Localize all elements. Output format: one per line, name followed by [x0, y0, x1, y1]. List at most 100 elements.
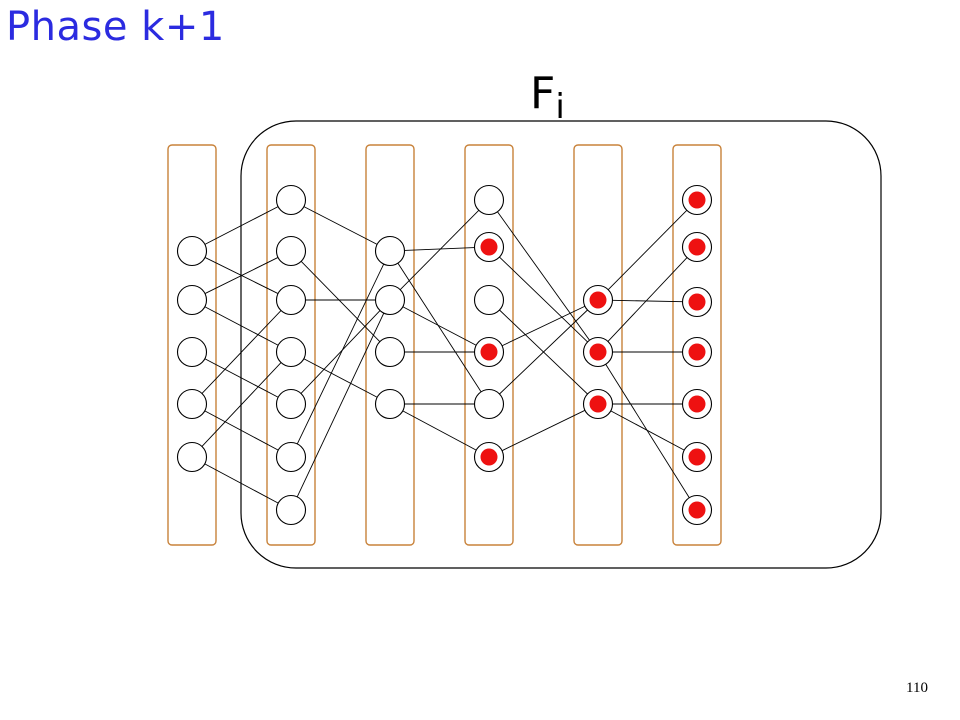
graph-node	[681, 286, 713, 318]
edge	[612, 299, 683, 303]
edge	[610, 410, 685, 451]
node-circle	[374, 388, 406, 420]
graph-node	[275, 388, 307, 420]
edge	[303, 358, 378, 398]
graph-node	[176, 336, 208, 368]
node-circle	[473, 388, 505, 420]
edge	[204, 257, 279, 294]
set-label: Fi	[530, 68, 565, 127]
graph-node	[176, 235, 208, 267]
graph-node	[473, 336, 505, 368]
edge-group	[201, 206, 690, 504]
marked-node-dot	[688, 191, 706, 209]
edge	[497, 211, 590, 341]
edge	[397, 262, 482, 393]
node-group	[176, 184, 713, 526]
marked-node-dot	[688, 448, 706, 466]
edge	[501, 409, 586, 452]
edge	[300, 261, 381, 342]
marked-node-dot	[589, 291, 607, 309]
layer-column-2	[266, 144, 316, 546]
edge	[402, 306, 477, 346]
graph-node	[473, 388, 505, 420]
marked-node-dot	[480, 448, 498, 466]
graph-node	[473, 284, 505, 316]
set-label-subscript: i	[555, 87, 564, 127]
node-circle	[473, 184, 505, 216]
edge	[296, 263, 385, 445]
page-title: Phase k+1	[6, 4, 225, 50]
graph-node	[275, 494, 307, 526]
node-circle	[275, 336, 307, 368]
node-circle	[374, 284, 406, 316]
graph-node	[176, 441, 208, 473]
node-circle	[275, 235, 307, 267]
graph-node	[275, 336, 307, 368]
marked-node-dot	[480, 238, 498, 256]
layer-column-3	[365, 144, 415, 546]
node-circle	[275, 494, 307, 526]
marked-node-dot	[688, 343, 706, 361]
marked-node-dot	[589, 395, 607, 413]
edge	[501, 305, 586, 347]
layer-column-5	[573, 144, 623, 546]
edge	[204, 206, 279, 245]
graph-node	[275, 184, 307, 216]
node-circle	[275, 284, 307, 316]
node-circle	[176, 388, 208, 420]
edge	[296, 312, 385, 498]
graph-node	[582, 336, 614, 368]
node-circle	[374, 336, 406, 368]
graph-node	[473, 184, 505, 216]
node-circle	[275, 388, 307, 420]
marked-node-dot	[688, 293, 706, 311]
graph-node	[681, 184, 713, 216]
graph-node	[681, 231, 713, 263]
edge	[402, 410, 477, 451]
graph-node	[374, 388, 406, 420]
graph-node	[473, 231, 505, 263]
marked-node-dot	[480, 343, 498, 361]
edge	[404, 247, 475, 251]
layer-column-4	[464, 144, 514, 546]
node-circle	[473, 284, 505, 316]
marked-node-dot	[688, 395, 706, 413]
column-group	[167, 144, 722, 546]
marked-node-dot	[688, 501, 706, 519]
edge	[204, 410, 279, 451]
edge	[499, 256, 588, 343]
edge	[204, 358, 279, 398]
set-region	[240, 120, 882, 569]
set-label-main: F	[530, 68, 555, 119]
node-circle	[176, 284, 208, 316]
layer-column-1	[167, 144, 217, 546]
edge	[607, 209, 688, 291]
marked-node-dot	[589, 343, 607, 361]
node-circle	[176, 235, 208, 267]
graph-node	[681, 494, 713, 526]
page-number: 110	[906, 680, 928, 696]
layer-column-6	[672, 144, 722, 546]
node-circle	[176, 441, 208, 473]
graph-node	[275, 441, 307, 473]
marked-node-dot	[688, 238, 706, 256]
node-circle	[176, 336, 208, 368]
graph-node	[176, 388, 208, 420]
node-circle	[374, 235, 406, 267]
edge	[201, 362, 282, 447]
edge	[303, 206, 378, 245]
node-circle	[275, 184, 307, 216]
graph-node	[473, 441, 505, 473]
graph-node	[374, 284, 406, 316]
graph-node	[374, 235, 406, 267]
graph-node	[374, 336, 406, 368]
graph-node	[582, 388, 614, 420]
edge	[201, 310, 282, 394]
graph-node	[275, 284, 307, 316]
graph-node	[176, 284, 208, 316]
edge	[300, 310, 381, 394]
edge	[607, 257, 688, 342]
edge	[204, 463, 279, 504]
graph-node	[582, 284, 614, 316]
